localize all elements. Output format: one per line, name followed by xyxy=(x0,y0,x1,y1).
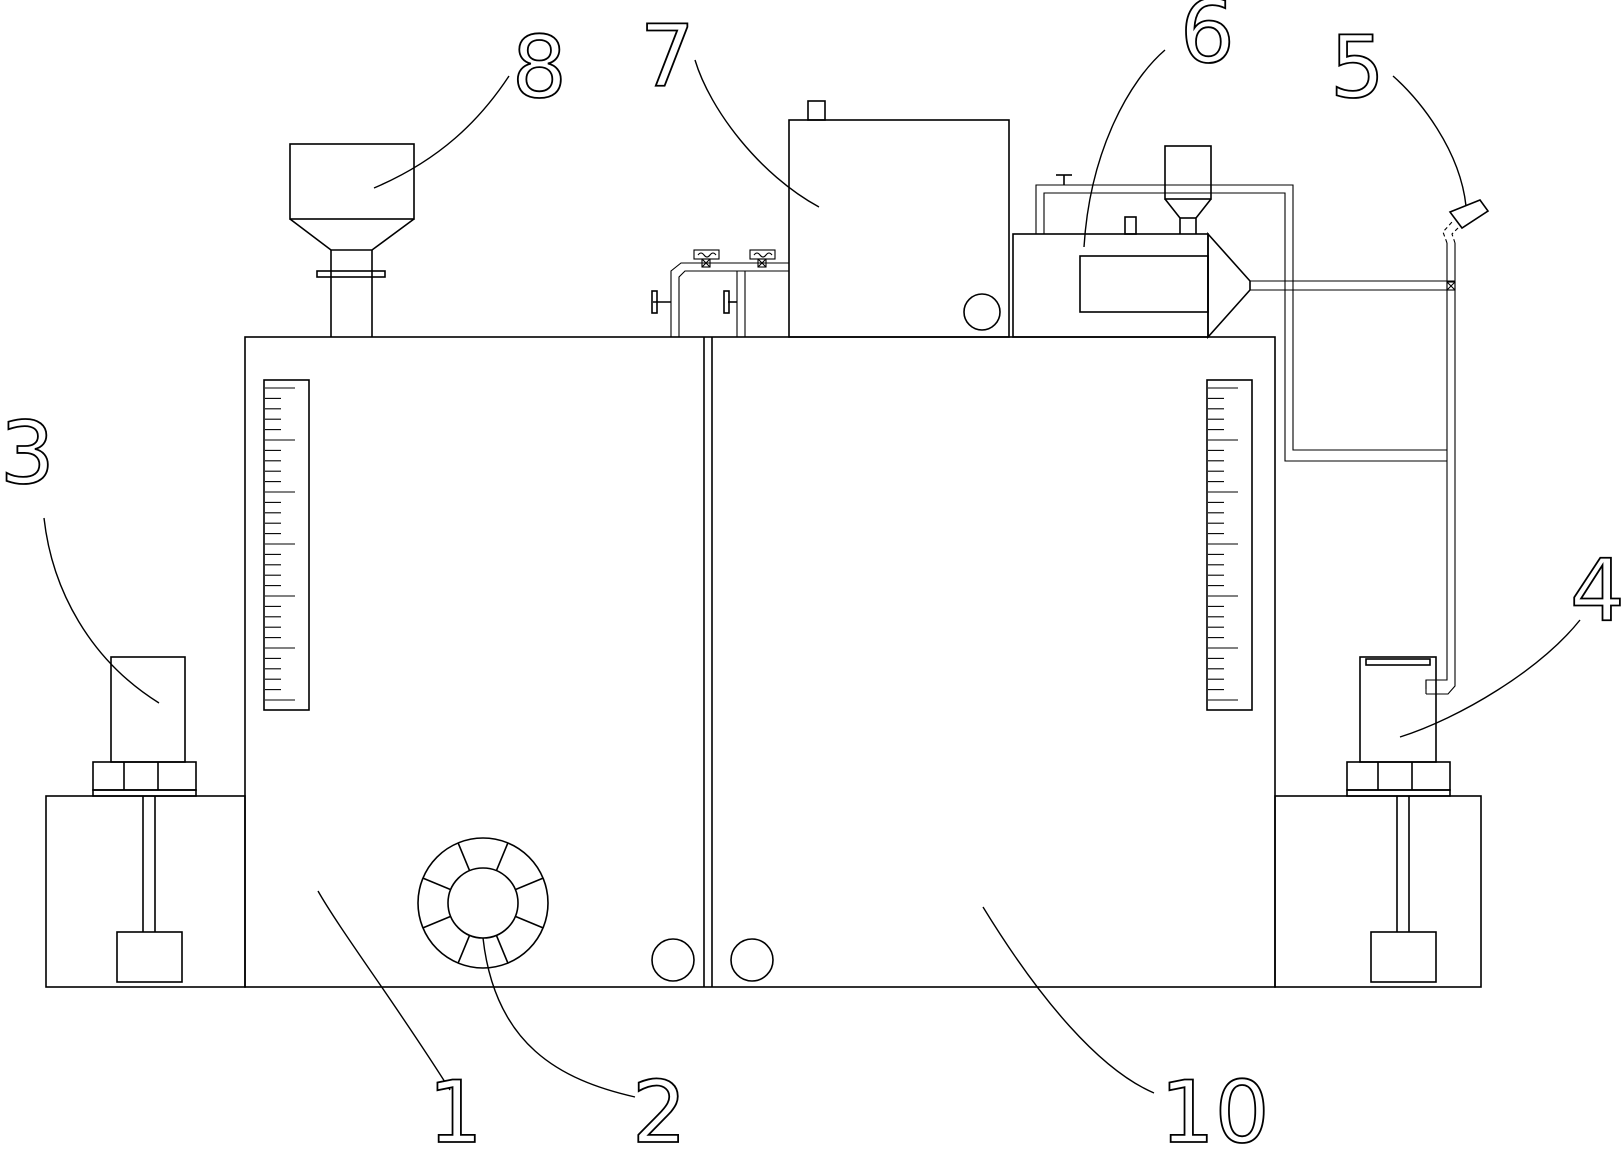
label-8: 8 xyxy=(512,18,567,118)
leader-10 xyxy=(982,906,1155,1094)
left-motor-3 xyxy=(110,656,186,763)
pipe-gauge-2-wave xyxy=(753,252,773,258)
vert-pipe-right xyxy=(1426,243,1456,695)
right-flange-base xyxy=(1346,789,1451,797)
pipe-outer-a xyxy=(670,262,789,337)
spray-bend-right xyxy=(1451,225,1461,244)
port-spoke xyxy=(495,935,509,964)
leader-8 xyxy=(373,75,510,189)
port-spoke xyxy=(422,915,451,929)
right-motor-cap xyxy=(1365,658,1431,666)
port-outer-ring xyxy=(417,837,549,969)
label-1: 1 xyxy=(428,1063,483,1150)
box-7-outline xyxy=(788,119,1010,338)
pump-motor xyxy=(1079,255,1209,313)
label-3: 3 xyxy=(0,404,55,504)
right-motor-4 xyxy=(1359,656,1437,763)
port-spoke xyxy=(457,842,471,871)
return-pipe-inner xyxy=(1043,192,1447,462)
spray-valve-x-b xyxy=(1446,281,1456,291)
spray-pipe-5 xyxy=(1425,199,1490,695)
port-spoke xyxy=(515,877,544,891)
left-mixer-unit xyxy=(45,656,246,988)
gauge-right-frame xyxy=(1206,379,1253,711)
right-side-box xyxy=(1274,795,1482,988)
vert-pipe-left xyxy=(1425,243,1448,689)
main-tank-outline xyxy=(244,336,1276,988)
pump-nozzle xyxy=(1207,231,1251,340)
leader-lines xyxy=(43,49,1581,1098)
pipe-outer-b xyxy=(678,270,789,337)
return-pipe-outer xyxy=(1035,184,1447,451)
label-6: 6 xyxy=(1180,0,1235,83)
label-7: 7 xyxy=(640,7,695,107)
pipe-valve-x2-b xyxy=(757,258,767,268)
drain-circle-right xyxy=(730,938,774,982)
port-inner-ring xyxy=(447,867,519,939)
hopper-top xyxy=(289,143,415,220)
pump-hopper-right xyxy=(1195,198,1212,234)
dosing-pipes xyxy=(651,249,789,337)
port-spoke xyxy=(515,915,544,929)
pump-hopper-left xyxy=(1164,198,1181,234)
leader-6 xyxy=(1083,49,1166,248)
pump-small-cap xyxy=(1124,216,1137,235)
level-gauge-left xyxy=(263,379,310,711)
label-10: 10 xyxy=(1160,1063,1269,1150)
pipe-valve-x1 xyxy=(701,258,711,268)
left-impeller xyxy=(116,931,183,983)
left-side-box xyxy=(45,795,246,988)
port-spoke xyxy=(457,935,471,964)
feed-hopper-8 xyxy=(289,143,415,337)
label-2: 2 xyxy=(632,1063,687,1150)
pipe-gauge-1-wave xyxy=(697,252,717,258)
box-7-cap xyxy=(807,100,826,121)
leader-3 xyxy=(43,517,160,704)
spray-valve-x xyxy=(1446,281,1456,291)
pump-hopper-top xyxy=(1164,145,1212,200)
left-flange xyxy=(92,761,197,791)
spray-bend-left xyxy=(1442,221,1453,244)
port-spoke xyxy=(495,842,509,871)
right-impeller xyxy=(1370,931,1437,983)
pump-base-box xyxy=(1012,233,1209,338)
right-flange xyxy=(1346,761,1451,791)
pipe-valve-x1-b xyxy=(701,258,711,268)
leader-4 xyxy=(1399,619,1581,738)
label-4: 4 xyxy=(1570,541,1622,641)
level-gauge-right xyxy=(1206,379,1253,711)
hopper-flange xyxy=(316,270,386,278)
handle-knob-2 xyxy=(723,290,730,314)
pipe-valve-x2 xyxy=(757,258,767,268)
leader-5 xyxy=(1392,75,1467,207)
hopper-cone xyxy=(289,218,415,251)
drain-circle-left xyxy=(651,938,695,982)
leader-1 xyxy=(317,890,451,1091)
right-mixer-unit xyxy=(1274,656,1482,988)
gauge-right-ticks xyxy=(1208,387,1238,701)
port-spoke xyxy=(422,877,451,891)
label-5: 5 xyxy=(1330,18,1385,118)
round-port-2 xyxy=(417,837,549,969)
spray-nozzle xyxy=(1448,199,1490,230)
leader-2 xyxy=(482,937,636,1098)
box-7-sight xyxy=(963,293,1001,331)
gauge-left-ticks xyxy=(265,387,295,701)
handle-knob-1 xyxy=(651,290,658,314)
dosing-box-7 xyxy=(788,100,1010,338)
left-flange-base xyxy=(92,789,197,797)
main-tank xyxy=(244,336,1276,988)
pump-unit-6 xyxy=(1012,145,1455,462)
gauge-left-frame xyxy=(263,379,310,711)
port-spokes xyxy=(422,842,544,964)
leader-7 xyxy=(694,59,820,208)
